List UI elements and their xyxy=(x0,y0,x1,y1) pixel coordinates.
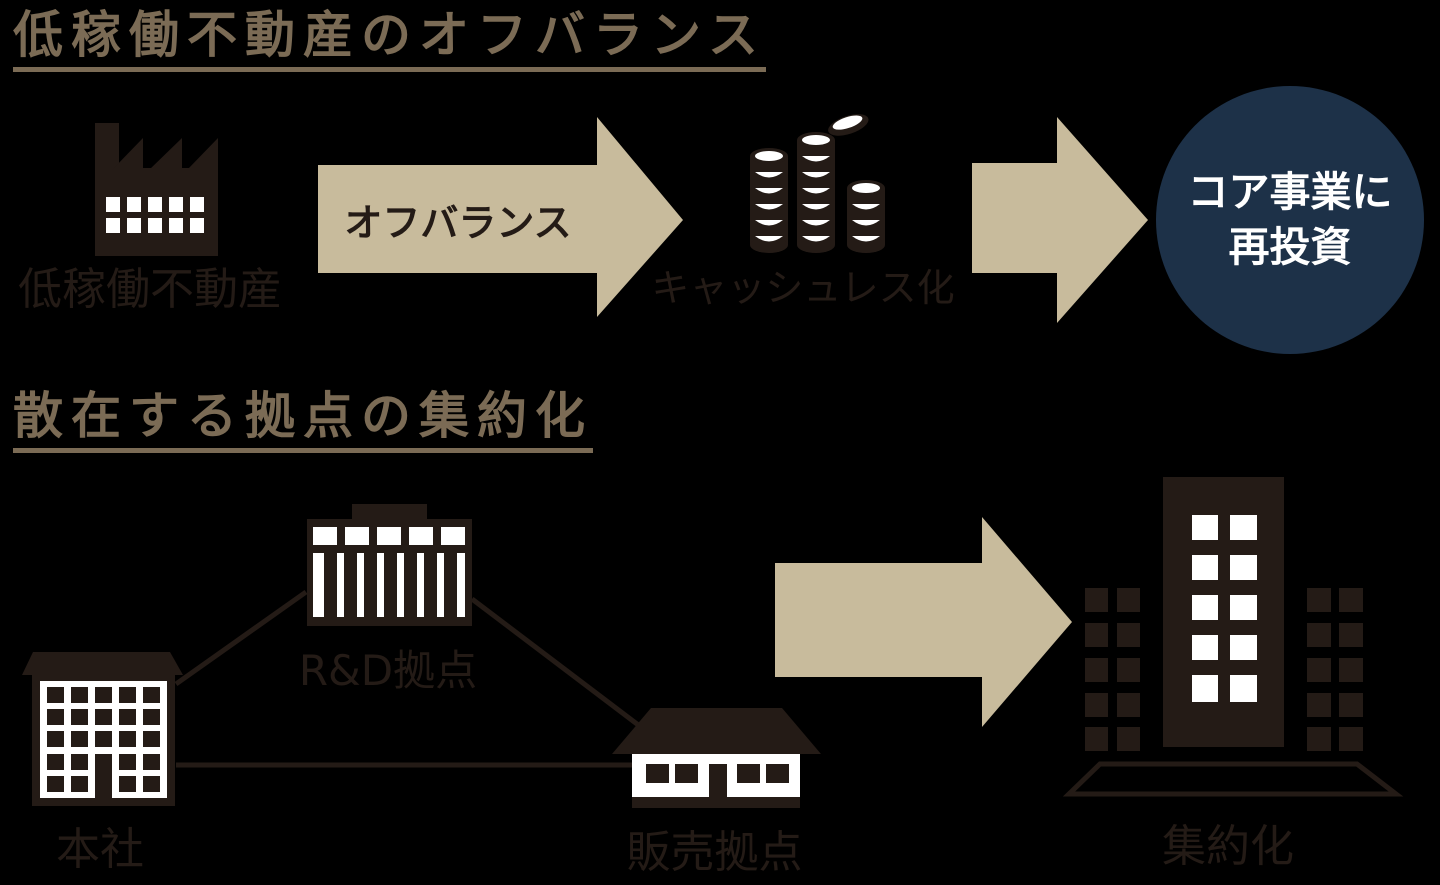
consolidated-building-icon xyxy=(1062,477,1404,797)
hq-label: 本社 xyxy=(56,824,144,875)
tower-windows xyxy=(1192,515,1257,702)
sales-building-icon xyxy=(612,708,821,808)
coins-label: キャッシュレス化 xyxy=(651,266,955,310)
goal-circle: コア事業に 再投資 xyxy=(1156,86,1424,354)
hq-windows xyxy=(47,687,160,798)
sales-door xyxy=(709,764,727,797)
rd-building-icon xyxy=(307,504,472,626)
section1-title: 低稼働不動産のオフバランス xyxy=(13,5,766,72)
sales-windows xyxy=(646,764,789,797)
offbalance-arrow-label: オフバランス xyxy=(344,200,572,245)
goal-arrow xyxy=(972,117,1148,323)
ground-base xyxy=(1062,761,1404,797)
factory-label: 低稼働不動産 xyxy=(18,264,282,315)
hq-door xyxy=(95,760,112,798)
offbalance-arrow xyxy=(318,117,683,317)
factory-windows xyxy=(106,197,204,233)
goal-circle-line2: 再投資 xyxy=(1228,223,1352,271)
left-wing-windows xyxy=(1085,588,1140,751)
headquarters-building-icon xyxy=(22,652,183,806)
tilted-coin xyxy=(828,114,869,136)
rd-label: R&D拠点 xyxy=(298,646,478,695)
consolidation-label: 集約化 xyxy=(1162,821,1294,872)
sales-label: 販売拠点 xyxy=(626,827,803,878)
factory-icon xyxy=(95,123,218,256)
coin-stack-icon xyxy=(750,114,885,253)
consolidation-arrow xyxy=(775,517,1072,727)
connection-lines xyxy=(174,589,643,768)
right-wing-windows xyxy=(1307,588,1363,751)
section2-title: 散在する拠点の集約化 xyxy=(13,386,593,453)
goal-circle-line1: コア事業に xyxy=(1187,167,1393,216)
rd-pillars xyxy=(324,553,457,617)
